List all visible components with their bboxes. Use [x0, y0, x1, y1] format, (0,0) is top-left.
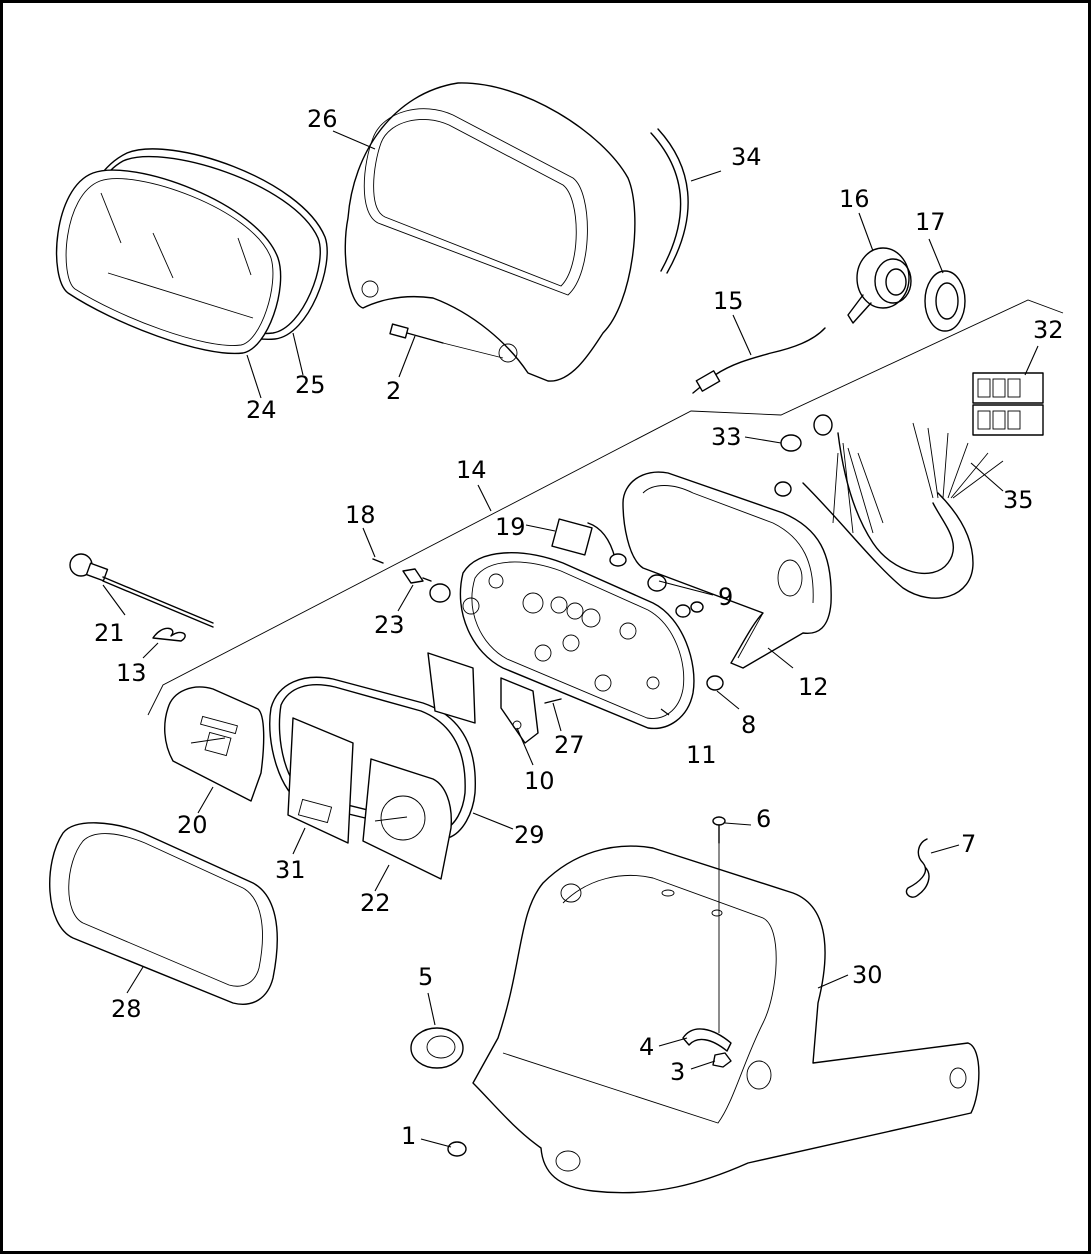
callout-27: 27 [554, 731, 585, 759]
bolt-part [712, 816, 726, 1033]
callout-12: 12 [798, 673, 829, 701]
callout-14: 14 [456, 456, 487, 484]
grommet-small-part [410, 1027, 464, 1069]
callout-32: 32 [1033, 316, 1064, 344]
leader-lines [102, 130, 1039, 1148]
callout-17: 17 [915, 208, 946, 236]
wire-harness-part [802, 422, 1004, 599]
callout-11: 11 [686, 741, 717, 769]
exploded-parts-diagram: 1 2 3 4 5 6 7 8 9 10 11 12 13 14 15 16 1… [49, 82, 1064, 1194]
callout-19: 19 [495, 513, 526, 541]
grommet-part [924, 270, 966, 332]
clip-part [152, 627, 186, 642]
base-plate-part [459, 552, 695, 730]
callout-22: 22 [360, 889, 391, 917]
clamp-part [682, 1028, 732, 1052]
callout-15: 15 [713, 287, 744, 315]
callout-5: 5 [418, 963, 433, 991]
callout-24: 24 [246, 396, 277, 424]
callout-16: 16 [839, 185, 870, 213]
callout-33: 33 [711, 423, 742, 451]
callout-35: 35 [1003, 486, 1034, 514]
upper-housing-part [344, 82, 636, 382]
callout-3: 3 [670, 1058, 685, 1086]
trim-strip-part [650, 128, 689, 274]
connector-part [972, 372, 1044, 436]
bulb-part [774, 414, 833, 497]
callout-25: 25 [295, 371, 326, 399]
callout-9: 9 [718, 583, 733, 611]
nut-bottom-part [447, 1141, 467, 1157]
bracket-small-part [427, 652, 562, 724]
callout-2: 2 [386, 377, 401, 405]
spring-clip-part [905, 838, 930, 898]
callout-8: 8 [741, 711, 756, 739]
callout-13: 13 [116, 659, 147, 687]
speedo-cable-part [69, 553, 214, 628]
circuit-board-part [287, 717, 354, 844]
panel-outline-lines [147, 299, 1064, 716]
speedometer-part [362, 758, 452, 880]
rear-bracket-part [622, 471, 832, 669]
callout-10: 10 [524, 767, 555, 795]
bezel-part [49, 822, 278, 1005]
callout-4: 4 [639, 1033, 654, 1061]
screw-part [389, 323, 504, 359]
callout-28: 28 [111, 995, 142, 1023]
lens-part [55, 169, 282, 355]
callout-18: 18 [345, 501, 376, 529]
cable-part [692, 327, 826, 394]
callout-34: 34 [731, 143, 762, 171]
callout-26: 26 [307, 105, 338, 133]
bracket-part [551, 518, 627, 567]
callout-1: 1 [401, 1122, 416, 1150]
callout-31: 31 [275, 856, 306, 884]
nut-small-part [712, 1052, 732, 1068]
callout-21: 21 [94, 619, 125, 647]
callout-6: 6 [756, 805, 771, 833]
callout-30: 30 [852, 961, 883, 989]
socket-part [847, 247, 912, 324]
callout-labels: 1 2 3 4 5 6 7 8 9 10 11 12 13 14 15 16 1… [94, 105, 1064, 1150]
callout-29: 29 [514, 821, 545, 849]
lower-housing-part [472, 845, 980, 1194]
stud-part [372, 558, 432, 584]
callout-20: 20 [177, 811, 208, 839]
nut-part [429, 574, 724, 691]
tachometer-part [164, 686, 265, 802]
callout-7: 7 [961, 830, 976, 858]
callout-23: 23 [374, 611, 405, 639]
